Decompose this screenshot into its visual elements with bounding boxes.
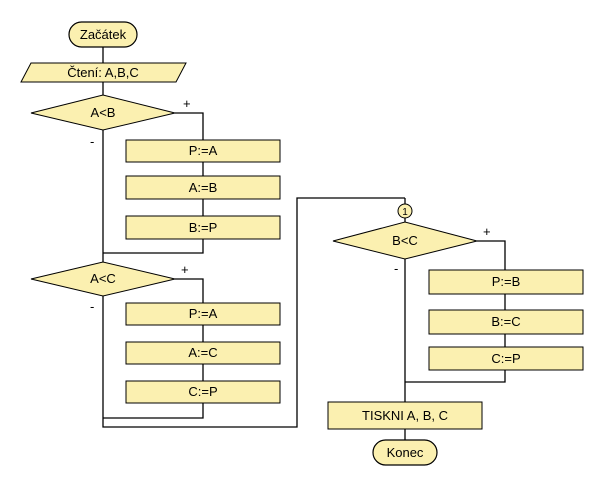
process-group-3: P:=B B:=C C:=P: [428, 269, 584, 371]
start-terminal: Začátek: [68, 21, 138, 48]
process-group-2: P:=A A:=C C:=P: [125, 302, 281, 404]
decision-b-lt-c-label: B<C: [392, 233, 418, 248]
process-2-2: A:=C: [188, 345, 217, 360]
decision-b-lt-c: B<C + -: [332, 221, 491, 276]
process-2-3: C:=P: [188, 384, 217, 399]
output-label: TISKNI A, B, C: [362, 408, 448, 423]
decision-b-lt-c-plus: +: [483, 224, 491, 239]
input-label: Čtení: A,B,C: [67, 65, 139, 80]
end-label: Konec: [387, 445, 424, 460]
end-terminal: Konec: [372, 439, 438, 466]
connector-1: 1: [397, 203, 413, 219]
process-1-2: A:=B: [189, 180, 218, 195]
start-label: Začátek: [80, 27, 127, 42]
decision-a-lt-c-label: A<C: [90, 271, 116, 286]
decision-a-lt-c: A<C + -: [30, 261, 189, 314]
output-block: TISKNI A, B, C: [327, 401, 483, 430]
decision-a-lt-c-plus: +: [181, 262, 189, 277]
decision-a-lt-b-minus: -: [90, 134, 94, 149]
process-3-1: P:=B: [492, 274, 521, 289]
decision-a-lt-b-label: A<B: [91, 105, 116, 120]
decision-b-lt-c-minus: -: [394, 261, 398, 276]
process-2-1: P:=A: [189, 306, 218, 321]
decision-a-lt-b-plus: +: [183, 96, 191, 111]
process-1-1: P:=A: [189, 143, 218, 158]
decision-a-lt-b: A<B + -: [30, 94, 191, 149]
decision-a-lt-c-minus: -: [90, 299, 94, 314]
process-1-3: B:=P: [189, 220, 218, 235]
input-block: Čtení: A,B,C: [20, 62, 187, 83]
process-3-3: C:=P: [491, 351, 520, 366]
connector-label: 1: [402, 207, 408, 218]
process-3-2: B:=C: [491, 314, 520, 329]
process-group-1: P:=A A:=B B:=P: [125, 139, 281, 240]
